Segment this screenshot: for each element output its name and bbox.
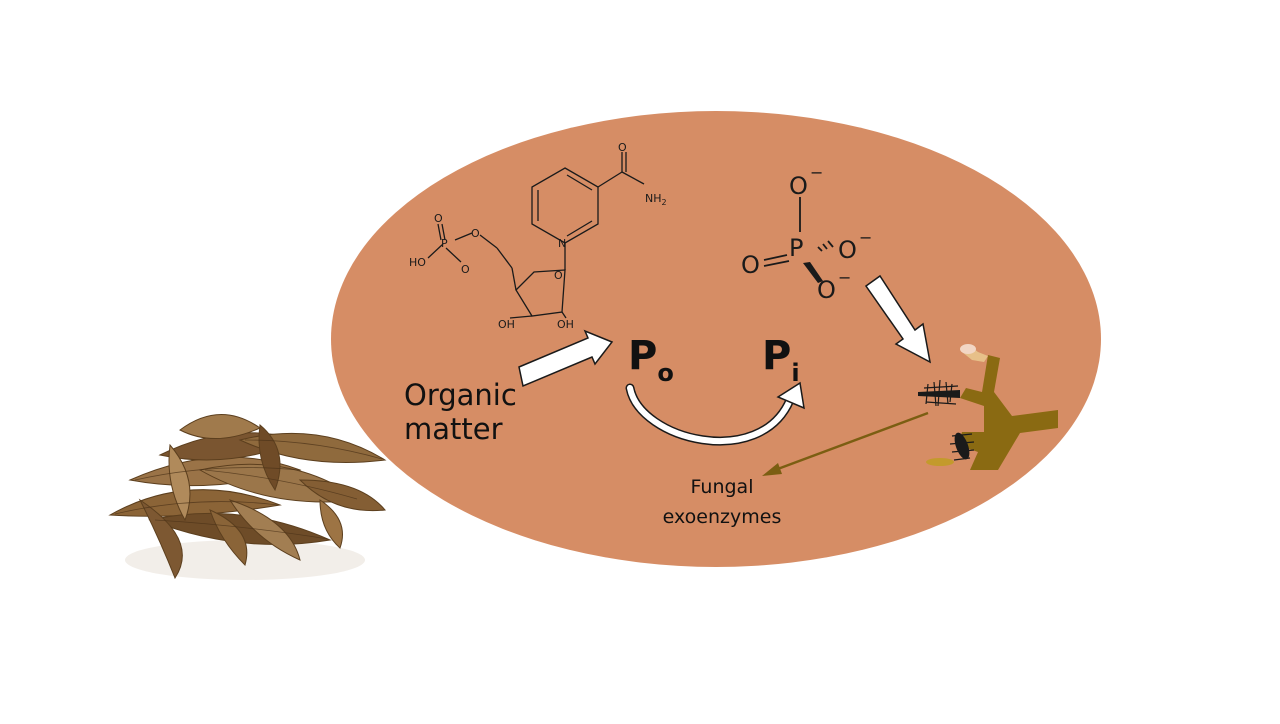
phosphate-charge-right: − — [859, 228, 872, 247]
po-to-pi-arrowhead — [776, 381, 805, 410]
phosphate-o-top-label: O — [789, 172, 808, 200]
pi-label: Pi — [762, 333, 800, 387]
nmn-phosphate-p-label: P — [441, 237, 448, 250]
pi-main: P — [762, 333, 792, 379]
soil-ellipse — [331, 111, 1101, 567]
nmn-ring-o-label: O — [554, 269, 563, 282]
phosphate-to-fungus-arrow — [864, 274, 932, 364]
phosphate-charge-bottom: − — [838, 268, 851, 287]
nmn-nh2-label: NH2 — [645, 192, 667, 207]
pi-sub: i — [791, 359, 800, 387]
fungal-exoenzymes-label: Fungal exoenzymes — [652, 472, 792, 532]
nmn-phosphate-o-label: O — [434, 212, 443, 225]
fungal-exoenzymes-line-1: Fungal — [690, 476, 754, 498]
fungal-hypha-icon — [918, 344, 1058, 470]
po-label: Po — [628, 333, 674, 387]
fungus-to-exoenzymes-line — [774, 411, 929, 472]
organic-matter-label: Organic matter — [404, 378, 517, 446]
phosphate-o-right-label: O — [838, 236, 857, 264]
nmn-o-minus-label: O — [461, 263, 470, 276]
nmn-oh-left-label: OH — [498, 318, 515, 331]
phosphate-charge-top: − — [810, 163, 823, 182]
phosphate-p-label: P — [789, 234, 803, 262]
dry-leaves-image — [108, 414, 387, 580]
organic-to-po-arrow — [518, 329, 614, 388]
po-main: P — [628, 333, 658, 379]
phosphate-o-bottom-label: O — [817, 276, 836, 304]
organic-matter-line-1: Organic — [404, 378, 517, 412]
nmn-ho-label: HO — [409, 256, 426, 269]
organic-matter-line-2: matter — [404, 412, 503, 446]
nmn-oh-right-label: OH — [557, 318, 574, 331]
fungal-exoenzymes-line-2: exoenzymes — [662, 506, 782, 528]
phosphate-ion-structure: O − O P O − O − — [741, 163, 872, 304]
po-to-pi-curve-arrow — [627, 385, 793, 444]
nmn-molecule-structure — [427, 152, 645, 319]
nmn-linker-o-label: O — [471, 227, 480, 240]
fungus-to-exoenzymes-arrowhead — [762, 463, 782, 476]
nmn-n-plus-label: N — [558, 237, 566, 250]
po-sub: o — [657, 359, 674, 387]
phosphate-o-left-label: O — [741, 251, 760, 279]
nmn-oxo-label: O — [618, 141, 627, 154]
